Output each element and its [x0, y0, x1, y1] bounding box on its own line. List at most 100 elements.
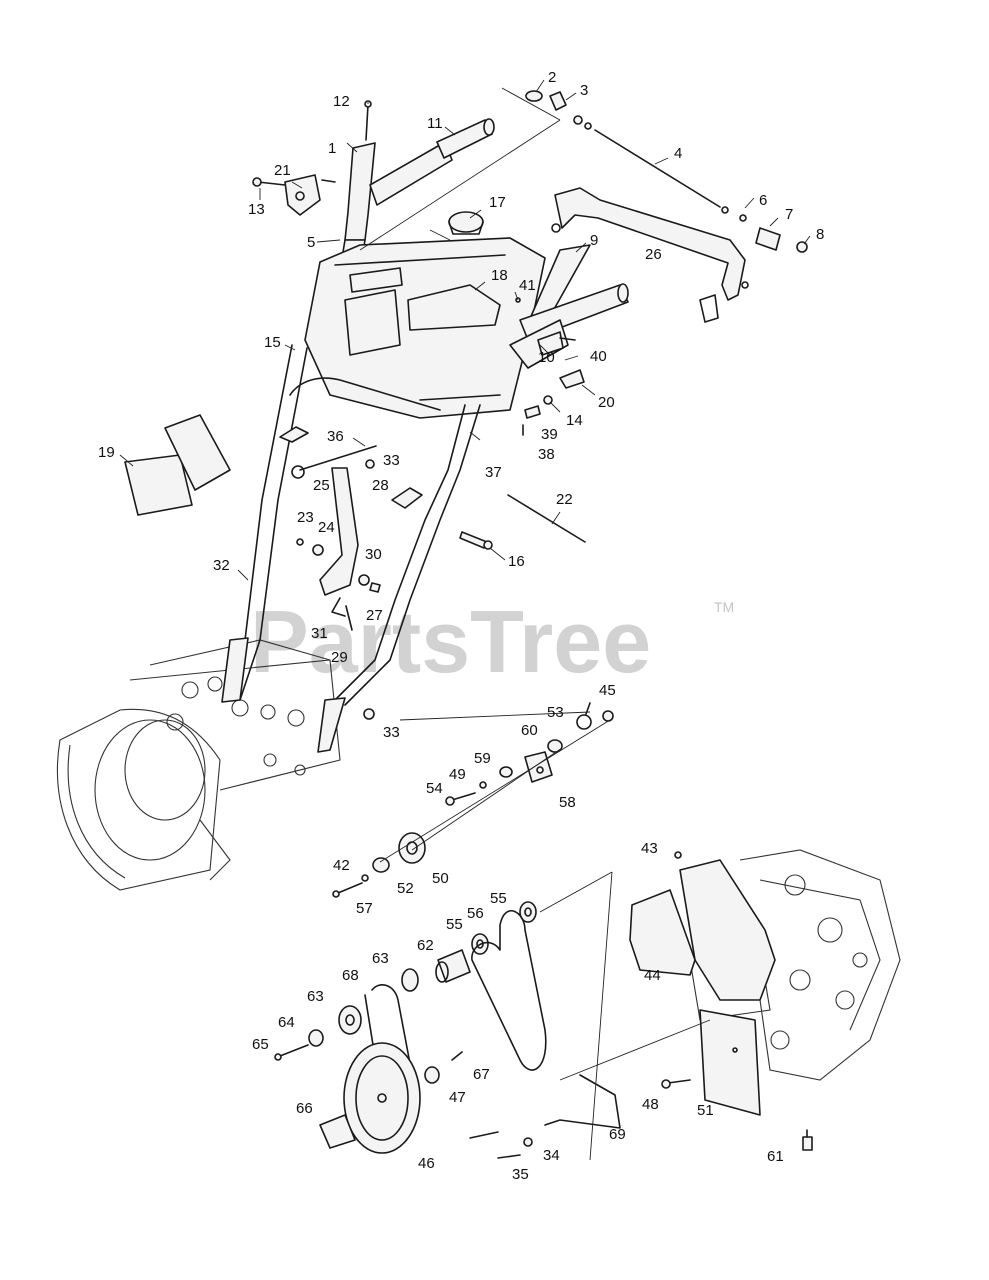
callout-61: 61	[767, 1148, 784, 1165]
callout-52: 52	[397, 880, 414, 897]
callout-54: 54	[426, 780, 443, 797]
pin-16	[459, 531, 493, 550]
callout-24: 24	[318, 519, 335, 536]
knob-17	[448, 211, 484, 235]
callout-11: 11	[427, 115, 443, 132]
belt-56	[471, 910, 547, 1071]
callout-63-lower: 63	[307, 988, 324, 1005]
bolt-57	[332, 882, 363, 898]
callout-33-lower: 33	[383, 724, 400, 741]
washer-64	[308, 1029, 324, 1047]
bracket-21	[284, 174, 336, 216]
callout-32: 32	[213, 557, 230, 574]
callout-56: 56	[467, 905, 484, 922]
link-58	[524, 751, 553, 783]
clip-2-3	[525, 90, 592, 130]
hardware-cluster	[296, 459, 381, 720]
callout-50: 50	[432, 870, 449, 887]
washer-63-lower	[338, 1005, 362, 1035]
nut-45	[602, 710, 614, 722]
washer-49	[479, 781, 487, 789]
callout-10: 10	[538, 349, 555, 366]
callout-57: 57	[356, 900, 373, 917]
callout-28: 28	[372, 477, 389, 494]
pulley-46	[343, 1042, 421, 1154]
callout-62: 62	[417, 937, 434, 954]
callout-leaders	[119, 79, 811, 581]
callout-29: 29	[331, 649, 348, 666]
callout-66: 66	[296, 1100, 313, 1117]
bolt-61	[802, 1129, 813, 1151]
callout-30: 30	[365, 546, 382, 563]
belt-cover-44	[629, 851, 776, 1001]
callout-19: 19	[98, 444, 115, 461]
callout-67: 67	[473, 1066, 490, 1083]
callout-25: 25	[313, 477, 330, 494]
bolt-48	[661, 1079, 691, 1089]
washer-47	[424, 1066, 440, 1084]
callout-14: 14	[566, 412, 583, 429]
callout-3: 3	[580, 82, 588, 99]
callout-12: 12	[333, 93, 350, 110]
assembly-lines	[359, 87, 711, 1161]
callout-41: 41	[519, 277, 536, 294]
callout-21: 21	[274, 162, 291, 179]
callout-55-lower: 55	[446, 916, 463, 933]
washer-63-upper	[401, 968, 419, 992]
callout-5: 5	[307, 234, 315, 251]
callout-60: 60	[521, 722, 538, 739]
callout-22: 22	[556, 491, 573, 508]
callout-45: 45	[599, 682, 616, 699]
dash-panel	[304, 237, 546, 419]
callout-35: 35	[512, 1166, 529, 1183]
cam-28	[391, 487, 423, 509]
bolt-65	[274, 1044, 309, 1061]
callout-42: 42	[333, 857, 350, 874]
callout-48: 48	[642, 1096, 659, 1113]
callout-33-upper: 33	[383, 452, 400, 469]
watermark: PartsTree TM	[250, 592, 734, 691]
handle-grip	[369, 118, 495, 206]
bolt-12	[364, 100, 372, 141]
left-handle-upper	[341, 142, 376, 259]
callout-53: 53	[547, 704, 564, 721]
washer-34	[523, 1137, 533, 1147]
spacer-52	[372, 857, 390, 873]
callout-64: 64	[278, 1014, 295, 1031]
callout-15: 15	[264, 334, 281, 351]
callout-55-upper: 55	[490, 890, 507, 907]
bolt-35	[497, 1154, 521, 1159]
bearing-55-upper	[519, 901, 537, 923]
callout-4: 4	[674, 145, 682, 162]
washer-42	[361, 874, 369, 882]
bolt-67	[451, 1051, 463, 1061]
engine-ghost	[689, 849, 901, 1081]
callout-37: 37	[485, 464, 502, 481]
bracket-66	[319, 1114, 356, 1149]
callout-49: 49	[449, 766, 466, 783]
callout-27: 27	[366, 607, 383, 624]
bushing-60	[547, 739, 563, 753]
callout-16: 16	[508, 553, 525, 570]
callout-51: 51	[697, 1102, 714, 1119]
callout-23: 23	[297, 509, 314, 526]
callout-36: 36	[327, 428, 344, 445]
callout-20: 20	[598, 394, 615, 411]
bolt-54	[445, 792, 476, 806]
bolt-13	[252, 177, 286, 187]
callout-63-upper: 63	[372, 950, 389, 967]
callout-2: 2	[548, 69, 556, 86]
cable-4	[594, 129, 808, 253]
lower-handle-frame	[221, 344, 481, 753]
cam-upper	[279, 426, 309, 443]
plate-25	[319, 467, 359, 596]
callout-labels: 1 2 3 4 5 6 7 8 9 10 11 12 13 14 15 16 1…	[98, 69, 824, 1183]
callout-7: 7	[785, 206, 793, 223]
watermark-trademark: TM	[714, 599, 734, 615]
bracket-69	[544, 1074, 621, 1129]
callout-40: 40	[590, 348, 607, 365]
callout-46: 46	[418, 1155, 435, 1172]
callout-13: 13	[248, 201, 265, 218]
callout-58: 58	[559, 794, 576, 811]
